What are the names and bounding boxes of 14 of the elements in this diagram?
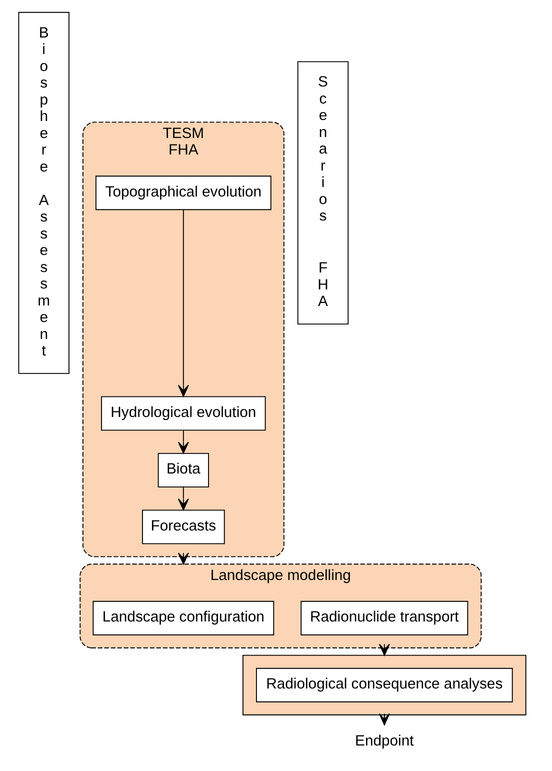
arrow bbox=[178, 209, 189, 397]
node-box: Hydrological evolution bbox=[101, 396, 266, 431]
node-box: Biota bbox=[158, 452, 209, 488]
arrow bbox=[178, 430, 189, 454]
node-box: Topographical evolution bbox=[95, 176, 272, 210]
node-box: Forecasts bbox=[142, 510, 225, 544]
node-box: Radionuclide transport bbox=[300, 600, 468, 636]
node-box: Landscape configuration bbox=[92, 600, 274, 636]
node-text: Endpoint bbox=[355, 733, 414, 750]
node-box: Radiological consequence analyses bbox=[256, 668, 513, 702]
node-box: Scenarios FHA bbox=[297, 61, 349, 325]
node-box: Biosphere Assessment bbox=[18, 12, 70, 374]
arrow bbox=[178, 486, 189, 510]
cluster bbox=[242, 654, 526, 716]
